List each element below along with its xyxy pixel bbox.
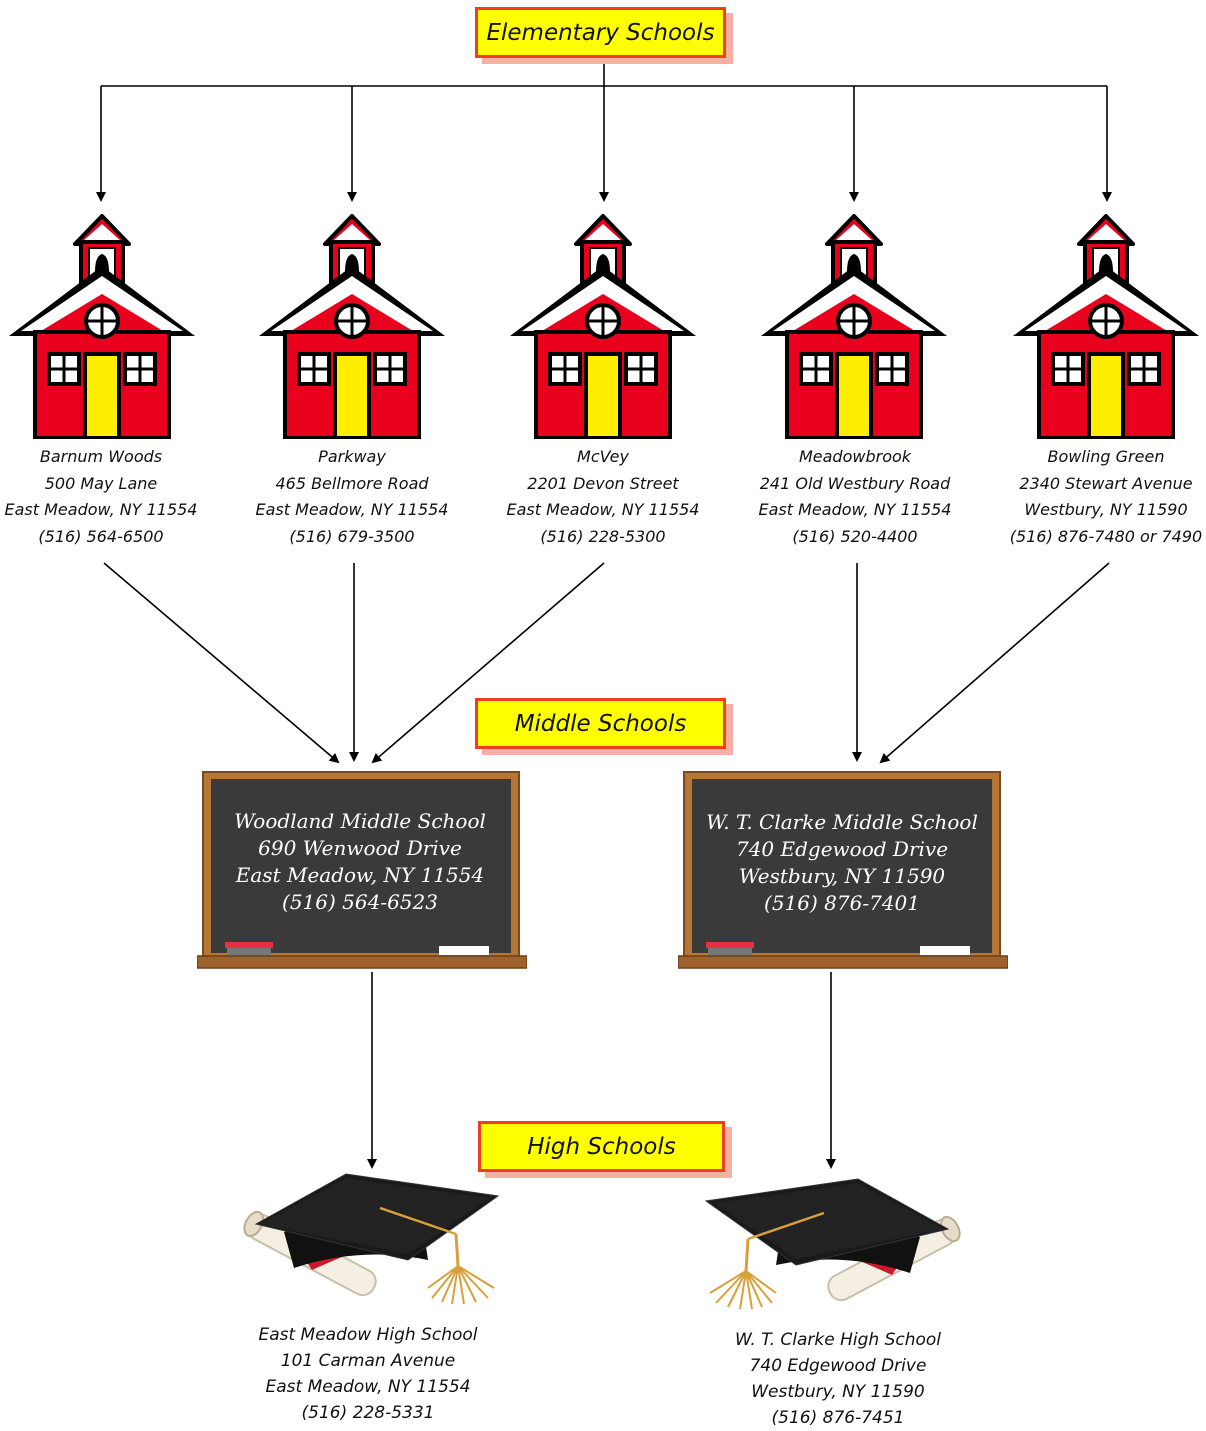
school-phone: (516) 564-6523 <box>282 890 438 914</box>
school-city: East Meadow, NY 11554 <box>758 500 952 519</box>
school-phone: (516) 564-6500 <box>38 526 164 546</box>
schoolhouse-icon <box>759 214 949 439</box>
school-name: East Meadow High School <box>258 1325 478 1345</box>
high-schools-heading: High Schools <box>478 1121 725 1172</box>
elementary-school-bowling-green: Bowling Green 2340 Stewart Avenue Westbu… <box>996 444 1206 550</box>
school-city: Westbury, NY 11590 <box>1024 500 1188 519</box>
schoolhouse-icon <box>257 214 447 439</box>
school-address: 465 Bellmore Road <box>275 473 429 493</box>
school-city: East Meadow, NY 11554 <box>235 863 485 887</box>
school-city: East Meadow, NY 11554 <box>4 500 198 519</box>
middle-schools-heading: Middle Schools <box>475 698 726 749</box>
school-address: 740 Edgewood Drive <box>735 837 949 861</box>
schoolhouse-icon <box>7 214 197 439</box>
school-name: Woodland Middle School <box>234 809 486 833</box>
school-address: 101 Carman Avenue <box>280 1351 456 1371</box>
school-name: Parkway <box>318 447 386 466</box>
school-phone: (516) 520-4400 <box>792 526 918 546</box>
school-name: Barnum Woods <box>39 447 163 466</box>
school-city: East Meadow, NY 11554 <box>255 500 449 519</box>
school-address: 2201 Devon Street <box>527 473 679 493</box>
high-school-wt-clarke: W. T. Clarke High School 740 Edgewood Dr… <box>708 1327 968 1431</box>
school-name: Bowling Green <box>1047 447 1165 466</box>
school-phone: (516) 679-3500 <box>289 526 415 546</box>
elementary-school-parkway: Parkway 465 Bellmore Road East Meadow, N… <box>247 444 457 550</box>
school-name: W. T. Clarke Middle School <box>706 810 978 834</box>
school-city: East Meadow, NY 11554 <box>506 500 700 519</box>
school-name: McVey <box>577 447 629 466</box>
high-school-east-meadow: East Meadow High School 101 Carman Avenu… <box>238 1322 498 1426</box>
school-address: 500 May Lane <box>44 473 158 493</box>
school-phone: (516) 876-7480 or 7490 <box>1009 526 1203 546</box>
school-city: East Meadow, NY 11554 <box>265 1377 471 1397</box>
school-address: 690 Wenwood Drive <box>258 836 462 860</box>
school-address: 2340 Stewart Avenue <box>1019 473 1193 493</box>
school-city: Westbury, NY 11590 <box>751 1382 925 1402</box>
graduation-cap-icon <box>243 1173 500 1305</box>
school-phone: (516) 228-5300 <box>540 526 666 546</box>
school-name: W. T. Clarke High School <box>734 1330 942 1350</box>
elementary-school-barnum-woods: Barnum Woods 500 May Lane East Meadow, N… <box>0 444 206 550</box>
elementary-schools-heading: Elementary Schools <box>475 7 726 58</box>
school-name: Meadowbrook <box>798 447 912 466</box>
elementary-school-mcvey: McVey 2201 Devon Street East Meadow, NY … <box>498 444 708 550</box>
school-address: 241 Old Westbury Road <box>759 473 951 493</box>
school-phone: (516) 876-7451 <box>771 1408 905 1428</box>
middle-school-wt-clarke: W. T. Clarke Middle School 740 Edgewood … <box>700 809 984 917</box>
school-phone: (516) 228-5331 <box>301 1403 435 1423</box>
elementary-school-meadowbrook: Meadowbrook 241 Old Westbury Road East M… <box>750 444 960 550</box>
school-address: 740 Edgewood Drive <box>749 1356 927 1376</box>
school-phone: (516) 876-7401 <box>764 891 920 915</box>
school-city: Westbury, NY 11590 <box>738 864 946 888</box>
graduation-cap-icon <box>704 1178 961 1310</box>
middle-school-woodland: Woodland Middle School 690 Wenwood Drive… <box>222 808 498 916</box>
schoolhouse-icon <box>1011 214 1201 439</box>
schoolhouse-icon <box>508 214 698 439</box>
